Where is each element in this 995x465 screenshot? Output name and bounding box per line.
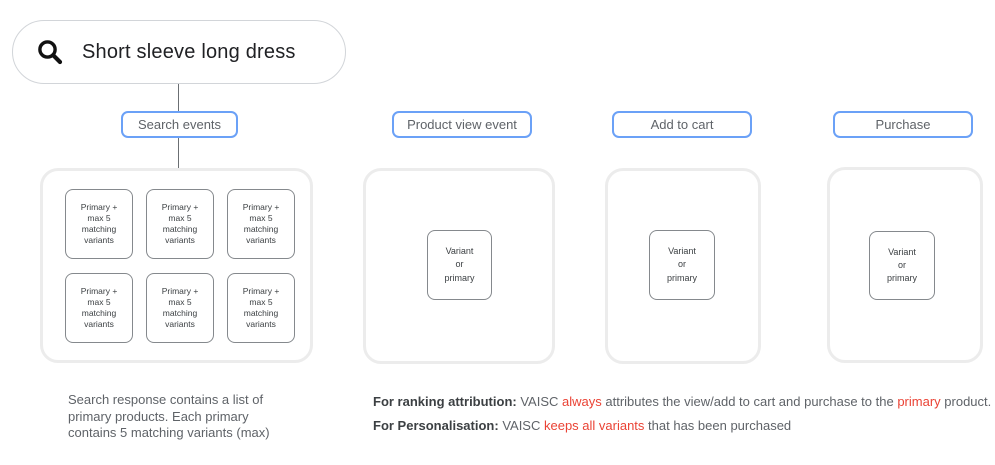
search-response-note: Search response contains a list of prima… (68, 392, 270, 440)
event-label-product-view-event: Product view event (392, 111, 532, 138)
search-events-container: Primary + max 5 matching variants Primar… (40, 168, 313, 363)
connector-line (178, 84, 179, 111)
primary-product-box: Primary + max 5 matching variants (146, 273, 214, 343)
event-label-text: Search events (137, 117, 222, 132)
variant-or-primary-box: Variant or primary (649, 230, 715, 300)
connector-line (178, 138, 179, 169)
personalisation-note: For Personalisation: VAISC keeps all var… (373, 418, 791, 433)
primary-product-box: Primary + max 5 matching variants (65, 273, 133, 343)
note-segment: product. (940, 394, 992, 409)
note-segment: For ranking attribution: (373, 394, 521, 409)
note-segment: VAISC (520, 394, 562, 409)
primary-product-box: Primary + max 5 matching variants (65, 189, 133, 259)
note-segment: always (562, 394, 602, 409)
primary-product-box: Primary + max 5 matching variants (227, 189, 295, 259)
event-label-text: Purchase (875, 117, 931, 132)
event-label-text: Product view event (407, 117, 517, 132)
ranking-attribution-note: For ranking attribution: VAISC always at… (373, 394, 991, 409)
search-query-text: Short sleeve long dress (82, 40, 296, 63)
purchase-container: Variant or primary (827, 167, 983, 363)
event-label-search-events: Search events (121, 111, 238, 138)
note-segment: keeps all variants (543, 418, 645, 433)
event-label-purchase: Purchase (833, 111, 973, 138)
search-bar: Short sleeve long dress (12, 20, 346, 84)
event-label-text: Add to cart (650, 117, 714, 132)
note-segment: primary (897, 394, 941, 409)
primary-product-box: Primary + max 5 matching variants (146, 189, 214, 259)
note-segment: VAISC (502, 418, 544, 433)
note-segment: that has been purchased (644, 418, 792, 433)
product-view-container: Variant or primary (363, 168, 555, 364)
event-label-add-to-cart: Add to cart (612, 111, 752, 138)
add-to-cart-container: Variant or primary (605, 168, 761, 364)
note-segment: For Personalisation: (373, 418, 503, 433)
note-segment: attributes the view/add to cart and purc… (601, 394, 898, 409)
search-icon (36, 38, 64, 66)
variant-or-primary-box: Variant or primary (427, 230, 492, 300)
variant-or-primary-box: Variant or primary (869, 231, 935, 300)
primary-product-box: Primary + max 5 matching variants (227, 273, 295, 343)
